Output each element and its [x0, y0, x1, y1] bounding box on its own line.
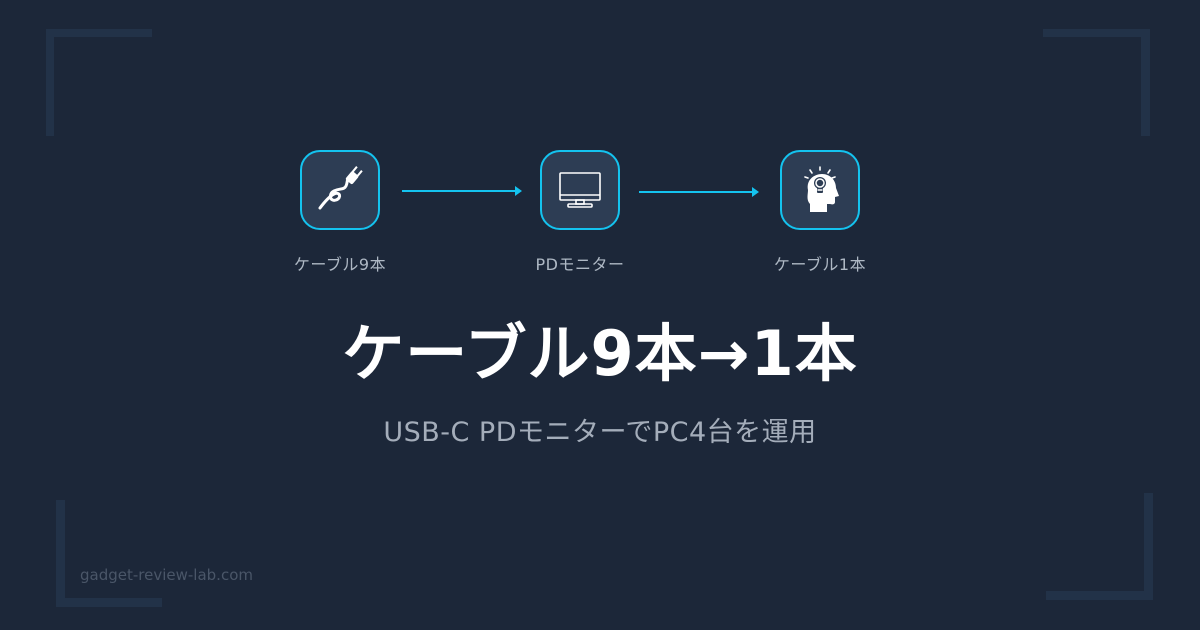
bracket-bar: [1043, 29, 1150, 37]
head-lightbulb-icon: [804, 166, 839, 212]
arrow-right-icon: [639, 187, 759, 197]
subtitle: USB-C PDモニターでPC4台を運用: [383, 417, 817, 448]
flow-step-cables: [300, 150, 380, 230]
power-plug-cable-icon: [318, 166, 363, 210]
bracket-bar: [1144, 493, 1153, 600]
bracket-bar: [1141, 29, 1150, 136]
arrow-right-icon: [402, 186, 522, 196]
flow-step-label: ケーブル9本: [293, 255, 387, 274]
bracket-bar: [56, 598, 162, 607]
flow-step-monitor: [540, 150, 620, 230]
bracket-bar: [1046, 591, 1153, 600]
flow-step-label: ケーブル1本: [773, 255, 867, 274]
site-domain: gadget-review-lab.com: [80, 566, 253, 584]
bracket-bar: [46, 29, 54, 136]
headline: ケーブル9本→1本: [342, 317, 858, 390]
bracket-bar: [56, 500, 65, 607]
flow-step-idea: [780, 150, 860, 230]
flow-step-label: PDモニター: [535, 255, 625, 274]
bracket-bar: [46, 29, 152, 37]
monitor-icon: [559, 172, 601, 208]
